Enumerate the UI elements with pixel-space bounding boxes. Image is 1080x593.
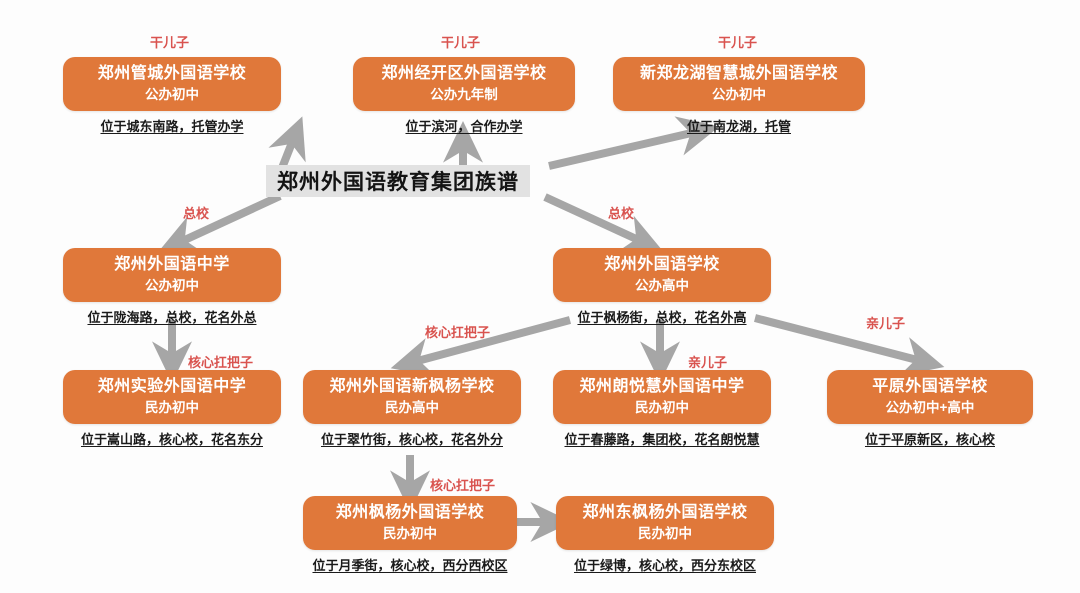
node-subtitle: 公办高中 <box>635 278 689 294</box>
caption-shiyan: 位于嵩山路，核心校，花名东分 <box>80 432 263 447</box>
node-title: 郑州外国语学校 <box>604 256 720 274</box>
node-subtitle: 民办初中 <box>635 400 689 416</box>
node-subtitle: 民办初中 <box>638 526 692 542</box>
node-title: 郑州实验外国语中学 <box>97 378 247 396</box>
edge-label-jingkai: 干儿子 <box>441 35 481 50</box>
edge-center-to-xinzheng <box>548 116 720 170</box>
node-subtitle: 公办初中 <box>712 87 766 103</box>
edge-label-waiguoyu-xuexiao: 总校 <box>608 206 635 221</box>
node-title: 郑州经开区外国语学校 <box>381 65 547 83</box>
caption-guancheng: 位于城东南路，托管办学 <box>100 119 244 134</box>
node-waiguoyu-xuexiao[interactable]: 郑州外国语学校 公办高中 <box>553 248 771 302</box>
node-title: 郑州朗悦慧外国语中学 <box>579 378 745 396</box>
caption-xinfengyang: 位于翠竹街，核心校，花名外分 <box>320 432 503 447</box>
node-title: 郑州管城外国语学校 <box>97 65 247 83</box>
caption-pingyuan: 位于平原新区，核心校 <box>864 432 995 447</box>
edge-label-langyuehui: 亲儿子 <box>688 355 728 370</box>
node-pingyuan[interactable]: 平原外国语学校 公办初中+高中 <box>827 370 1033 424</box>
node-shiyan[interactable]: 郑州实验外国语中学 民办初中 <box>63 370 281 424</box>
node-subtitle: 公办初中 <box>145 278 199 294</box>
caption-waiguoyu-zhongxue: 位于陇海路，总校，花名外总 <box>87 310 257 325</box>
edge-label-shiyan: 核心扛把子 <box>188 355 254 370</box>
edge-label-waiguoyu-zhongxue: 总校 <box>183 206 210 221</box>
node-title: 郑州外国语中学 <box>114 256 230 274</box>
caption-xinzheng: 位于南龙湖，托管 <box>686 119 791 134</box>
node-waiguoyu-zhongxue[interactable]: 郑州外国语中学 公办初中 <box>63 248 281 302</box>
edge-label-fengyang: 核心扛把子 <box>430 478 496 493</box>
node-subtitle: 公办初中 <box>145 87 199 103</box>
node-subtitle: 公办初中+高中 <box>885 400 975 416</box>
node-dongfengyang[interactable]: 郑州东枫杨外国语学校 民办初中 <box>556 496 774 550</box>
caption-jingkai: 位于滨河，合作办学 <box>405 119 523 134</box>
caption-waiguoyu-xuexiao: 位于枫杨街，总校，花名外高 <box>577 310 747 325</box>
node-subtitle: 民办高中 <box>385 400 439 416</box>
caption-dongfengyang: 位于绿博，核心校，西分东校区 <box>573 558 756 573</box>
node-title: 新郑龙湖智慧城外国语学校 <box>639 65 838 83</box>
node-xinfengyang[interactable]: 郑州外国语新枫杨学校 民办高中 <box>303 370 521 424</box>
edge-label-guancheng: 干儿子 <box>150 35 190 50</box>
node-xinzheng[interactable]: 新郑龙湖智慧城外国语学校 公办初中 <box>613 57 865 111</box>
node-subtitle: 民办初中 <box>383 526 437 542</box>
edge-label-xinfengyang: 核心扛把子 <box>425 325 491 340</box>
node-title: 郑州外国语新枫杨学校 <box>329 378 495 396</box>
center-node-group-title: 郑州外国语教育集团族谱 <box>266 165 530 197</box>
node-title: 郑州东枫杨外国语学校 <box>582 504 748 522</box>
edge-label-pingyuan: 亲儿子 <box>866 316 906 331</box>
node-subtitle: 公办九年制 <box>430 87 498 103</box>
node-jingkai[interactable]: 郑州经开区外国语学校 公办九年制 <box>353 57 575 111</box>
node-subtitle: 民办初中 <box>145 400 199 416</box>
node-guancheng[interactable]: 郑州管城外国语学校 公办初中 <box>63 57 281 111</box>
edge-center-to-guancheng <box>268 116 306 170</box>
node-fengyang[interactable]: 郑州枫杨外国语学校 民办初中 <box>303 496 517 550</box>
caption-langyuehui: 位于春藤路，集团校，花名朗悦慧 <box>564 432 760 447</box>
edge-label-xinzheng: 干儿子 <box>718 35 758 50</box>
node-title: 平原外国语学校 <box>872 378 988 396</box>
node-langyuehui[interactable]: 郑州朗悦慧外国语中学 民办初中 <box>553 370 771 424</box>
caption-fengyang: 位于月季街，核心校，西分西校区 <box>312 558 508 573</box>
node-title: 郑州枫杨外国语学校 <box>335 504 485 522</box>
